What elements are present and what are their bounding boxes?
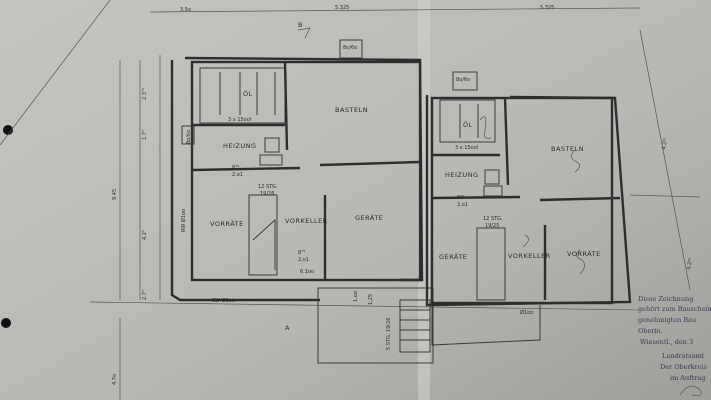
section-marker-a: A [285,324,290,332]
door-height-right: 2,o1 [457,202,468,208]
room-label-stores-right: VORRÄTE [567,249,601,258]
stair-ratio: 19/26 [260,191,274,197]
stamp-line: Oberin. [638,327,663,335]
door-size-right: 8⁷⁵ [457,195,464,201]
room-label-anteroom: VORKELLER [285,217,328,225]
binder-hole [1,318,11,328]
door-size-2: 8⁷⁵ [298,250,305,256]
rain-label: RW Ø1oo [180,209,187,232]
door-size: 8⁷⁵ [232,165,239,171]
dim-600: 6.1oo [300,269,314,275]
dimension-lines [89,7,701,400]
room-label-heating-right: HEIZUNG [445,171,479,179]
stamp-line: gehört zum Bauschein [638,305,711,313]
stair-ratio-right: 19/25 [485,223,499,229]
outer-stair-label: 5 STG. 19/26 [386,318,392,350]
stamp-line: genehmigten Bau [638,316,696,324]
door-height-2: 2,o1 [298,257,309,263]
dim-right-1: 4.2²⁵ [661,138,669,151]
dim-top-1: 3.5o [180,7,191,13]
stamp-line: im Auftrag [670,374,705,382]
room-label-heating: HEIZUNG [223,142,257,150]
dim-left-total: 9.45 [112,189,118,200]
room-label-oil: ÖL [243,89,253,98]
room-label-tools-right: GERÄTE [439,252,467,261]
stamp-line: Der Oberkreis [660,363,707,371]
stair-steps: 12 STG. [258,184,278,190]
approval-stamp: Diese Zeichnung gehört zum Bauschein gen… [638,295,711,397]
stair-steps-right: 12 STG. [483,216,503,222]
binder-hole [3,125,13,135]
section-marker-b: B [298,21,303,29]
stamp-line: Diese Zeichnung [638,295,693,303]
room-label-hobby: BASTELN [335,106,368,114]
pipe-label-right: Ø1oo [520,309,533,316]
dim-right-2: 4.2²⁵ [686,258,694,271]
dim-100: 1,oo [353,291,359,302]
chimney-label-right: 8o/6o [456,77,470,83]
door-height: 2,o1 [232,172,243,178]
dim-left-2: 1.7⁵ [142,130,148,140]
right-plan [425,71,632,346]
stamp-line: Wiesentl., den 3 [640,338,693,346]
room-label-anteroom-right: VORKELLER [508,252,551,260]
room-label-hobby-right: BASTELN [551,145,584,153]
sewer-label: SW Ø1oo [212,297,235,304]
room-label-tools: GERÄTE [355,213,383,222]
dim-top-3: 5.325 [540,5,554,11]
room-label-stores: VORRÄTE [210,219,244,228]
dim-left-4: 2.7⁵ [142,290,148,300]
dim-left-1: 2.3⁷⁵ [142,88,148,100]
stamp-line: Landratsamt [662,352,705,360]
chimney-label: 8o/6o [343,45,357,51]
dim-top-2: 5.325 [335,5,349,11]
dim-left-5: 4.7o [112,374,118,385]
dim-125: 1,25 [368,294,374,305]
left-plan [170,27,434,364]
room-label-oil-right: ÖL [463,120,473,129]
oil-tank-label-right: 3 x 15ool [455,145,478,151]
oil-tank-label: 3 x 15ool [228,117,251,123]
dim-left-3: 4.2⁵ [142,230,148,240]
window-label: 8o/6o [186,130,192,144]
